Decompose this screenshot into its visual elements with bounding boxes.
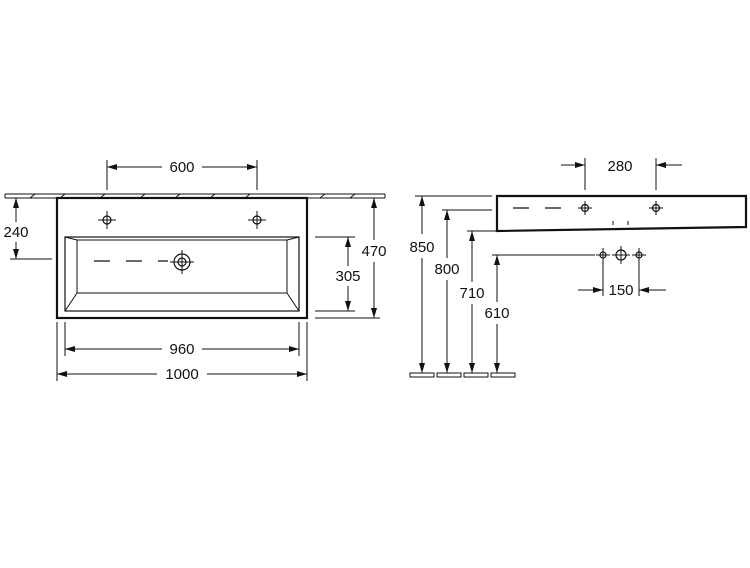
dim-1000-label: 1000	[165, 366, 198, 383]
dim-tap-height: 240	[3, 197, 55, 260]
side-view: 280 850 800	[409, 158, 748, 378]
dim-280-label: 280	[607, 158, 632, 175]
tap-hole-side-left	[578, 201, 592, 215]
dim-total-width: 1000	[56, 322, 308, 383]
basin-profile	[495, 194, 748, 233]
dim-470-label: 470	[361, 243, 386, 260]
dim-960-label: 960	[169, 341, 194, 358]
tap-hole-right	[248, 211, 266, 229]
front-view: 600 240 470	[3, 159, 386, 383]
dim-connection-spacing: 150	[578, 262, 666, 299]
dim-bowl-depth: 305	[315, 236, 361, 312]
dim-total-depth: 470	[315, 197, 387, 319]
dim-800-label: 800	[434, 261, 459, 278]
dim-240-label: 240	[3, 224, 28, 241]
dim-tap-spacing: 600	[106, 159, 258, 190]
inner-bowl	[64, 236, 300, 312]
dim-610-label: 610	[484, 305, 509, 322]
dim-height-610: 610	[484, 254, 595, 373]
dim-850-label: 850	[409, 239, 434, 256]
connection-center	[612, 246, 630, 264]
dim-150-label: 150	[608, 282, 633, 299]
dim-710-label: 710	[459, 285, 484, 302]
dim-600-label: 600	[169, 159, 194, 176]
dim-tap-distance: 280	[561, 158, 682, 190]
dim-inner-width: 960	[64, 322, 300, 358]
floor-line	[409, 372, 516, 378]
connection-left	[596, 248, 610, 262]
tap-hole-side-right	[649, 201, 663, 215]
drain	[170, 250, 194, 274]
basin-outline	[55, 196, 309, 320]
dim-height-710: 710	[459, 230, 497, 373]
connection-right	[632, 248, 646, 262]
dim-height-800: 800	[434, 209, 492, 373]
tap-hole-left	[98, 211, 116, 229]
dim-305-label: 305	[335, 268, 360, 285]
dim-height-850: 850	[409, 195, 492, 373]
